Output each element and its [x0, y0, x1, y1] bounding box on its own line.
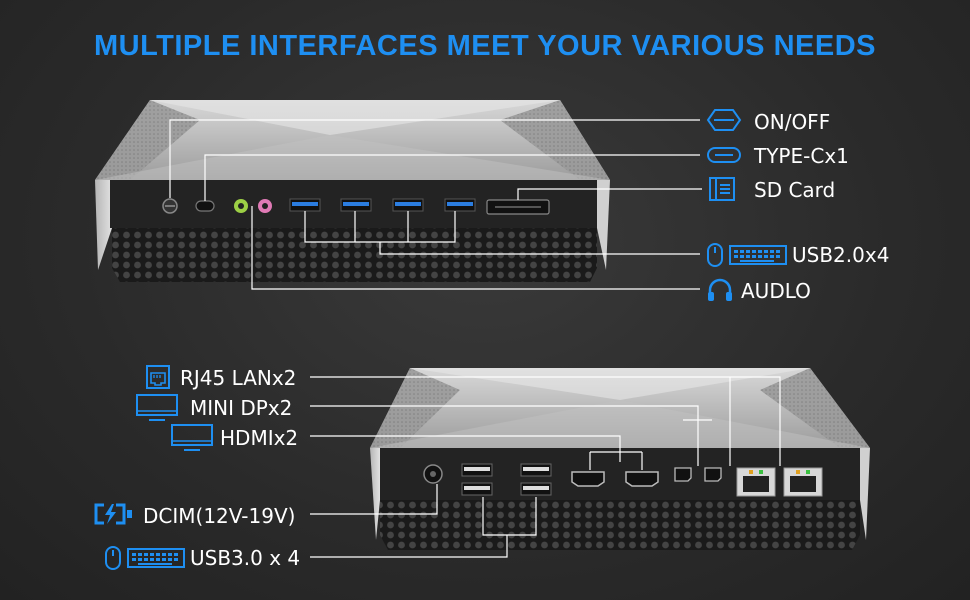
mouse-keyboard-icon [707, 243, 787, 267]
type-c-label: TYPE-Cx1 [754, 144, 849, 168]
battery-charging-icon [94, 503, 132, 525]
dc-in-label: DCIM(12V-19V) [143, 504, 296, 528]
page-title: MULTIPLE INTERFACES MEET YOUR VARIOUS NE… [93, 30, 876, 62]
dc-in-jack [423, 464, 443, 484]
usb3-label: USB3.0 x 4 [190, 546, 301, 570]
ethernet-icon [146, 365, 170, 389]
power-hexagon-icon [706, 109, 742, 131]
mini-dp-label: MINI DPx2 [190, 396, 293, 420]
power-button [162, 198, 178, 214]
sd-card-label: SD Card [754, 178, 836, 202]
hdmi-ports [571, 471, 659, 487]
usb-c-icon [707, 147, 741, 163]
usb-ports-rear [461, 463, 552, 496]
type-c-port [195, 200, 215, 212]
rear-vent [380, 500, 860, 550]
leader-lines [169, 119, 781, 558]
hdmi-label: HDMIx2 [220, 426, 299, 450]
usb-ports-front [289, 198, 476, 212]
front-vent [112, 228, 597, 282]
sd-card-icon [709, 177, 735, 201]
headphones-icon [708, 278, 732, 301]
on-off-label: ON/OFF [754, 110, 831, 134]
audio-label: AUDLO [741, 279, 811, 303]
monitor-icon [136, 394, 178, 421]
rj45-ports [736, 467, 823, 497]
mini-dp-ports [674, 467, 722, 482]
rj45-label: RJ45 LANx2 [180, 366, 297, 390]
mouse-keyboard-icon [105, 546, 185, 570]
usb2-label: USB2.0x4 [792, 243, 890, 267]
monitor-icon [171, 424, 213, 451]
